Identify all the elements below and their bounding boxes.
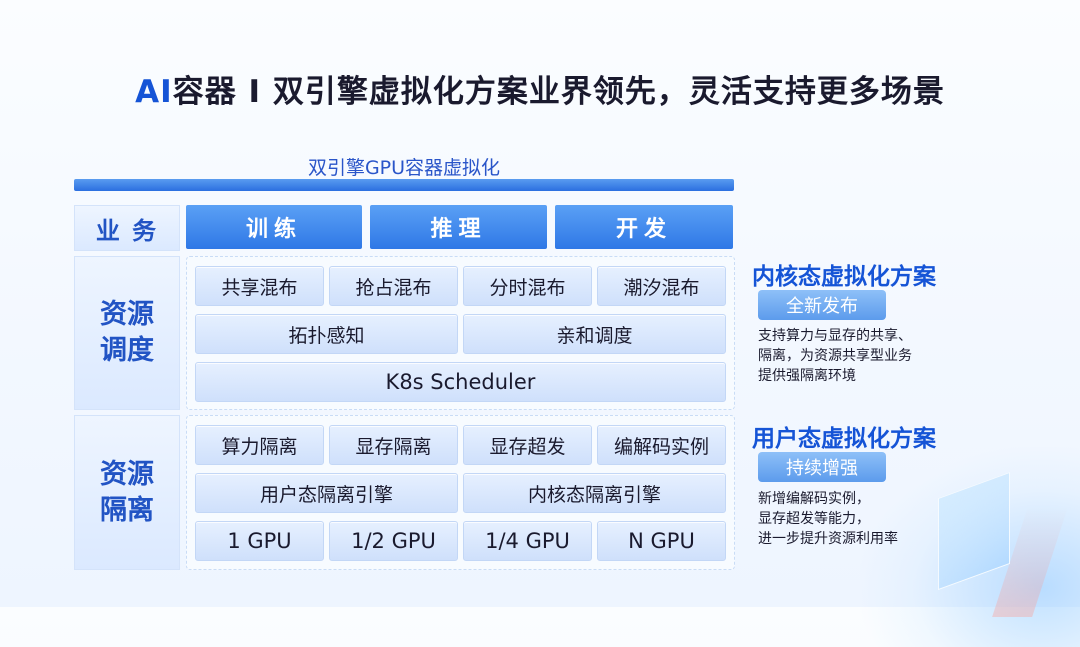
user-virt-title: 用户态虚拟化方案 xyxy=(752,426,936,452)
iso-overcommit: 显存超发 xyxy=(463,425,592,465)
sched-topology: 拓扑感知 xyxy=(195,314,458,354)
kernel-badge: 全新发布 xyxy=(758,290,886,320)
row-label-scheduling: 资源 调度 xyxy=(74,256,180,410)
iso-compute: 算力隔离 xyxy=(195,425,324,465)
iso-codec: 编解码实例 xyxy=(597,425,726,465)
biz-training: 训练 xyxy=(186,205,362,249)
user-desc-line: 新增编解码实例， xyxy=(758,491,870,507)
row-label-business: 业 务 xyxy=(74,205,180,251)
sched-k8s: K8s Scheduler xyxy=(195,362,726,402)
sched-shared: 共享混布 xyxy=(195,266,324,306)
kernel-desc-line: 支持算力与显存的共享、 xyxy=(758,328,912,344)
user-desc: 新增编解码实例， 显存超发等能力， 进一步提升资源利用率 xyxy=(758,489,978,549)
sched-tidal: 潮汐混布 xyxy=(597,266,726,306)
gpu-half: 1/2 GPU xyxy=(329,521,458,561)
user-desc-line: 进一步提升资源利用率 xyxy=(758,531,898,547)
kernel-desc-line: 隔离，为资源共享型业务 xyxy=(758,348,912,364)
diagram-subtitle: 双引擎GPU容器虚拟化 xyxy=(307,157,501,179)
row-label-isolation: 资源 隔离 xyxy=(74,415,180,570)
subtitle-bar xyxy=(74,179,734,191)
iso-user-engine: 用户态隔离引擎 xyxy=(195,473,458,513)
user-desc-line: 显存超发等能力， xyxy=(758,511,870,527)
iso-kernel-engine: 内核态隔离引擎 xyxy=(463,473,726,513)
row-label-isolation-text: 资源 隔离 xyxy=(100,458,154,526)
title-rest: 容器 I 双引擎虚拟化方案业界领先，灵活支持更多场景 xyxy=(172,74,945,110)
biz-inference: 推理 xyxy=(370,205,547,249)
kernel-desc: 支持算力与显存的共享、 隔离，为资源共享型业务 提供强隔离环境 xyxy=(758,326,978,386)
iso-memory: 显存隔离 xyxy=(329,425,458,465)
gpu-1: 1 GPU xyxy=(195,521,324,561)
sched-timeshare: 分时混布 xyxy=(463,266,592,306)
user-badge: 持续增强 xyxy=(758,452,886,482)
kernel-virt-title: 内核态虚拟化方案 xyxy=(752,264,936,290)
sched-preempt: 抢占混布 xyxy=(329,266,458,306)
kernel-desc-line: 提供强隔离环境 xyxy=(758,368,856,384)
title-ai: AI xyxy=(135,74,173,110)
sched-affinity: 亲和调度 xyxy=(463,314,726,354)
gpu-n: N GPU xyxy=(597,521,726,561)
biz-development: 开发 xyxy=(555,205,733,249)
gpu-quarter: 1/4 GPU xyxy=(463,521,592,561)
page-title: AI容器 I 双引擎虚拟化方案业界领先，灵活支持更多场景 xyxy=(0,66,1080,111)
row-label-scheduling-text: 资源 调度 xyxy=(100,299,154,366)
